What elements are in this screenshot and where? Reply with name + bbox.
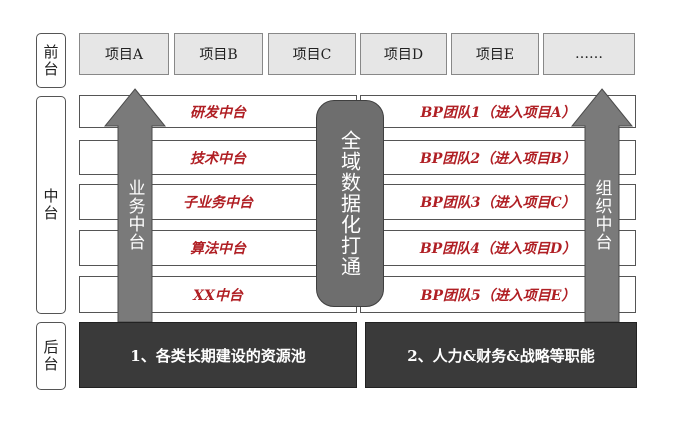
resource-pool-box: 1、各类长期建设的资源池: [79, 322, 357, 388]
business-platform-label: 业务中台: [124, 179, 145, 251]
middle-layer-label: 中台: [36, 96, 66, 314]
middle-left-label: 技术中台: [190, 150, 246, 167]
middle-right-label: BP团队4（进入项目D）: [419, 241, 577, 257]
back-layer-label: 后台: [36, 322, 66, 390]
middle-right-label: BP团队3（进入项目C）: [420, 195, 576, 211]
project-box: 项目E: [451, 33, 539, 75]
business-platform-arrow: [104, 88, 166, 322]
middle-left-label: XX中台: [193, 287, 243, 304]
middle-left-label: 算法中台: [190, 241, 246, 257]
project-box: 项目D: [360, 33, 447, 75]
middle-right-label: BP团队5（进入项目E）: [420, 287, 576, 304]
project-box: 项目B: [174, 33, 263, 75]
organization-platform-label: 组织中台: [591, 179, 612, 251]
middle-right-label: BP团队2（进入项目B）: [420, 150, 576, 167]
front-layer-label: 前台: [36, 33, 66, 88]
middle-right-label: BP团队1（进入项目A）: [420, 104, 576, 121]
middle-left-label: 子业务中台: [183, 195, 253, 211]
middle-left-label: 研发中台: [190, 104, 246, 121]
resource-pool-label: 1、各类长期建设的资源池: [130, 346, 306, 365]
project-box: ……: [543, 33, 635, 75]
functions-label: 2、人力&财务&战略等职能: [407, 346, 595, 365]
organization-platform-arrow: [571, 88, 633, 322]
data-integration-label: 全域数据化打通: [337, 130, 362, 277]
functions-box: 2、人力&财务&战略等职能: [365, 322, 637, 388]
project-box: 项目C: [268, 33, 356, 75]
project-box: 项目A: [79, 33, 169, 75]
data-integration-pill: 全域数据化打通: [316, 100, 384, 307]
